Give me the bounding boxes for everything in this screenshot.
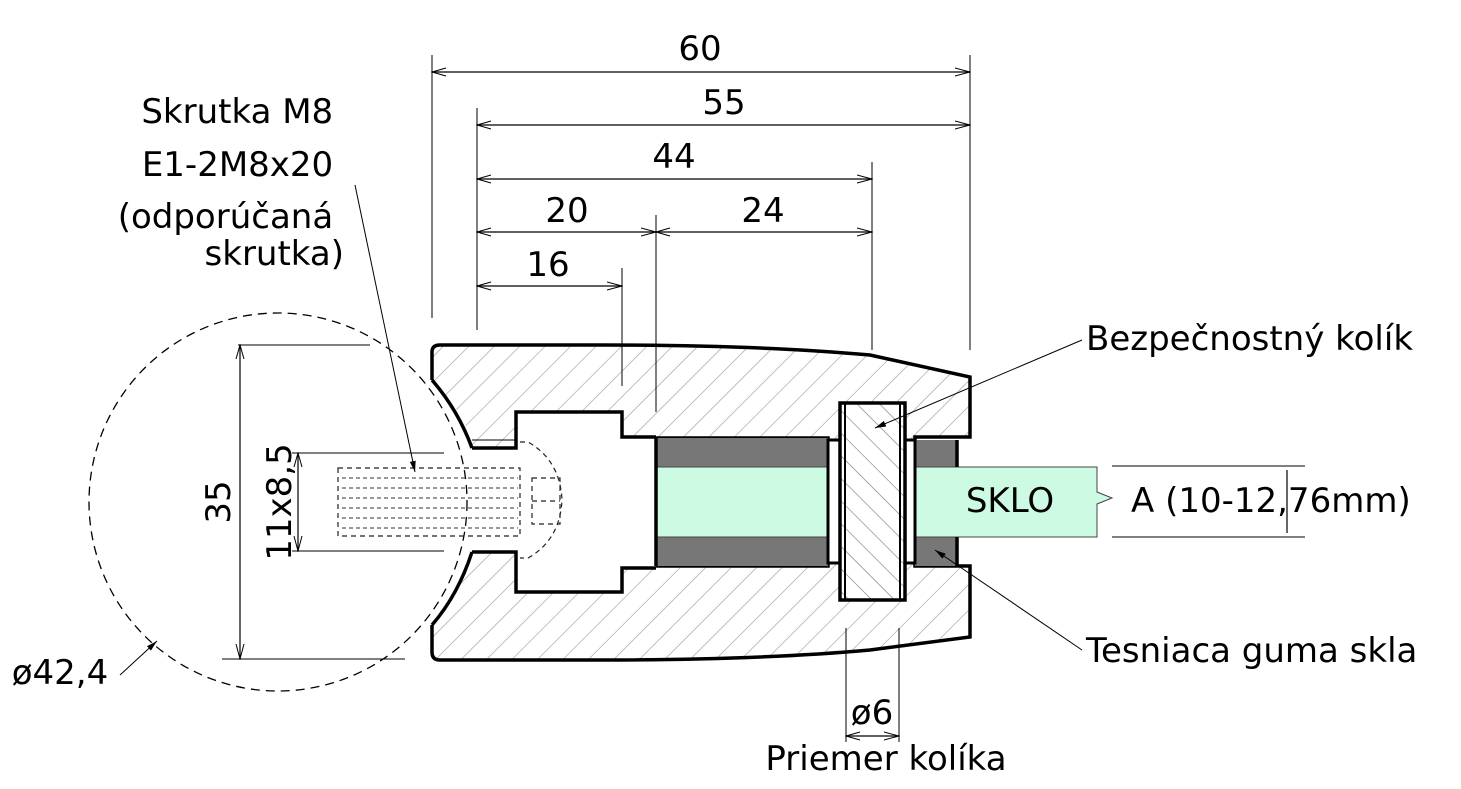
dim-20: 20 — [545, 191, 588, 231]
safety-pin — [838, 401, 907, 602]
dim-tube-diameter: ø42,4 — [12, 653, 109, 693]
gasket-label: Tesniaca guma skla — [1085, 631, 1417, 671]
glass-label: SKLO — [966, 481, 1054, 521]
glass-inner — [656, 467, 828, 537]
dim-11x8-5: 11x8,5 — [260, 443, 300, 560]
dim-pin-diameter: ø6 — [851, 693, 893, 733]
glass-pane — [914, 466, 1114, 538]
dim-60: 60 — [678, 29, 721, 69]
dim-55: 55 — [702, 83, 745, 123]
dim-44: 44 — [652, 137, 695, 177]
clamp-body — [432, 345, 970, 660]
tube-outline — [88, 312, 468, 692]
dim-glass-thickness: A (10-12,76mm) — [1131, 481, 1411, 521]
dim-24: 24 — [741, 191, 784, 231]
pin-label: Bezpečnostný kolík — [1086, 319, 1413, 359]
dim-16: 16 — [526, 245, 569, 285]
dimension-lines — [240, 72, 1288, 736]
gasket-bottom-left — [656, 537, 828, 566]
gasket-top-right — [915, 440, 957, 467]
dim-35: 35 — [199, 480, 239, 523]
screw-label: Skrutka M8 E1-2M8x20 (odporúčaná skrutka… — [118, 92, 344, 274]
leader-lines — [119, 184, 1083, 676]
gasket-bottom-right — [915, 537, 957, 566]
screw — [337, 441, 563, 559]
clamp-outline-bottom — [430, 550, 972, 662]
extension-lines — [222, 55, 1305, 742]
clamp-outline-top — [430, 343, 972, 450]
gasket-top-left — [656, 438, 828, 467]
pin-diameter-label: Priemer kolíka — [765, 739, 1006, 779]
